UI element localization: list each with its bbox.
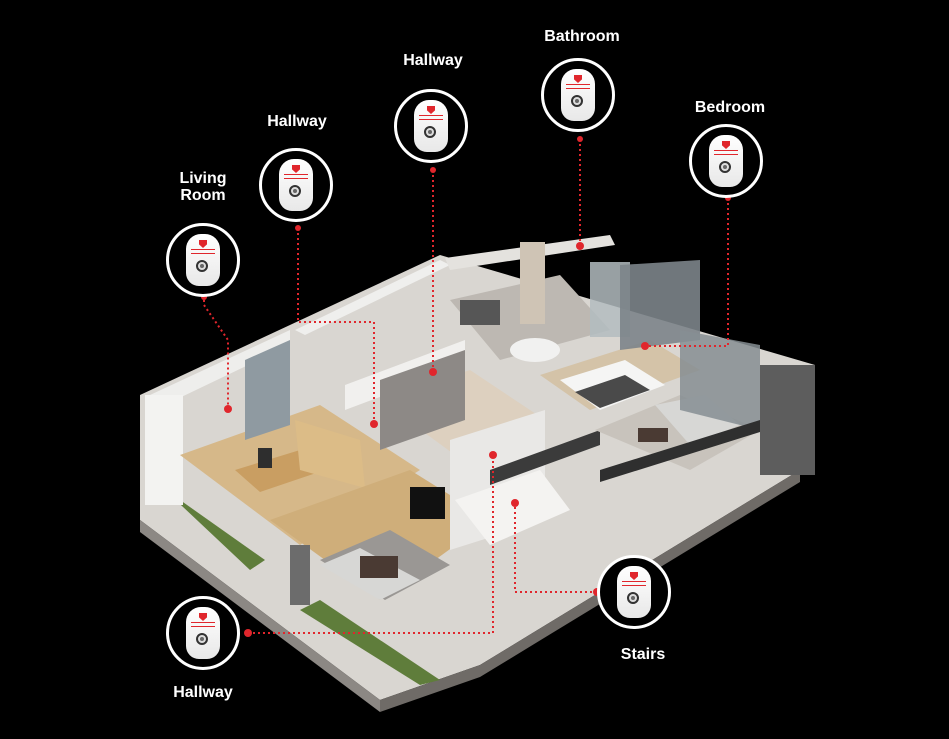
hall-dark-wall — [380, 350, 465, 450]
detector-bathroom[interactable] — [541, 58, 615, 132]
bath-wall-wood — [520, 242, 545, 324]
label-hallway-1: Hallway — [267, 113, 327, 130]
dot-hallway-bottom — [489, 451, 497, 459]
label-bedroom: Bedroom — [694, 99, 766, 116]
bedroom-glass — [620, 260, 700, 350]
right-wall-dark — [760, 365, 815, 475]
label-hallway-2: Hallway — [403, 52, 463, 69]
smoke-detector-device-icon — [186, 607, 220, 659]
label-stairs: Stairs — [620, 646, 666, 663]
wall-back-mid — [295, 260, 450, 335]
smoke-detector-device-icon — [709, 135, 743, 187]
stair-rail — [490, 430, 600, 485]
smoke-detector-device-icon — [186, 234, 220, 286]
dot-living-room — [224, 405, 232, 413]
grass-left — [165, 490, 265, 570]
dot-hallway-1-top — [295, 225, 301, 231]
right-table — [638, 428, 668, 442]
grass-front — [300, 600, 440, 685]
smoke-detector-device-icon — [617, 566, 651, 618]
detector-hallway-1[interactable] — [259, 148, 333, 222]
coffee-table — [360, 556, 398, 578]
tall-window-left — [245, 340, 290, 440]
label-hallway-bottom: Hallway — [173, 684, 233, 701]
wall-back-left — [150, 330, 290, 412]
line-hallway-1 — [297, 228, 375, 424]
dot-bedroom — [641, 342, 649, 350]
detector-bedroom[interactable] — [689, 124, 763, 198]
smoke-detector-device-icon — [279, 159, 313, 211]
line-hallway-bottom — [248, 455, 494, 634]
tv — [410, 487, 445, 519]
smoke-detector-device-icon — [561, 69, 595, 121]
detector-hallway-2[interactable] — [394, 89, 468, 163]
dot-hallway-2-top — [430, 167, 436, 173]
dot-bathroom — [576, 242, 584, 250]
dot-stairs — [511, 499, 519, 507]
dark-wall-front — [290, 545, 310, 605]
detector-stairs[interactable] — [597, 555, 671, 629]
dot-hallway-2 — [429, 368, 437, 376]
label-bathroom: Bathroom — [544, 28, 620, 45]
vanity — [460, 300, 500, 325]
stairs — [455, 470, 570, 545]
office-chair — [258, 448, 272, 468]
detector-hallway-bottom[interactable] — [166, 596, 240, 670]
label-living-room: Living Room — [179, 170, 227, 204]
line-stairs — [514, 503, 597, 593]
smoke-detector-device-icon — [414, 100, 448, 152]
slab-front-left — [140, 520, 380, 712]
bathtub — [510, 338, 560, 362]
wall-left-end — [145, 395, 183, 505]
office-cabinet — [295, 420, 365, 488]
dot-hallway-bottom-end — [244, 629, 252, 637]
dot-bathroom-top — [577, 136, 583, 142]
right-glass-wall — [680, 330, 760, 430]
detector-living-room[interactable] — [166, 223, 240, 297]
dot-hallway-1 — [370, 420, 378, 428]
balcony-rail — [600, 420, 760, 482]
slab-front-right — [380, 470, 800, 712]
bed-blanket — [575, 375, 650, 408]
